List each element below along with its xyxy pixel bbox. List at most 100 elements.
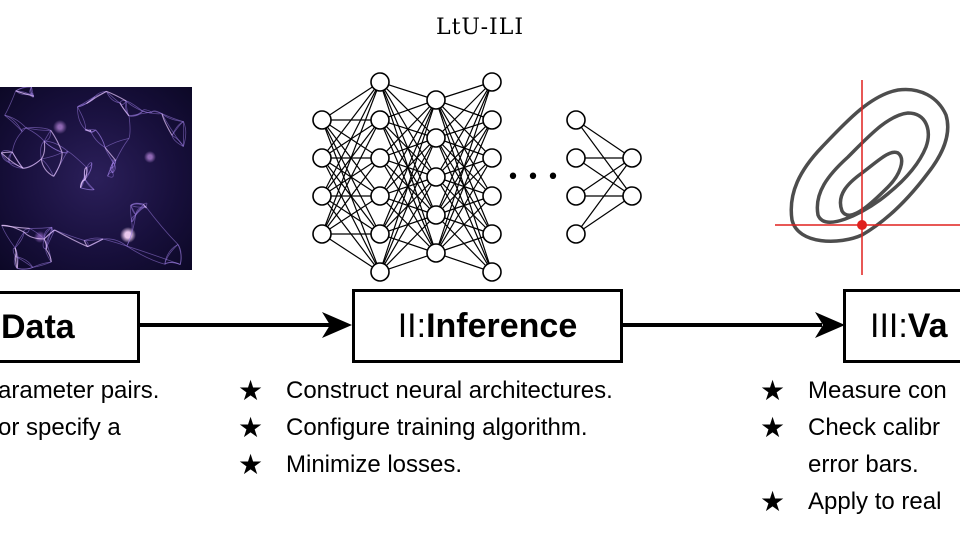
network-edge — [379, 252, 437, 273]
network-edge — [435, 81, 493, 254]
network-edge — [321, 81, 381, 197]
network-edge — [379, 81, 437, 101]
filament — [164, 261, 181, 265]
arrowhead-validation — [815, 312, 845, 338]
filament — [85, 129, 92, 132]
inference-bullet-text: Minimize losses. — [286, 451, 463, 478]
filament — [1, 151, 13, 154]
filament — [130, 205, 133, 222]
filament — [14, 256, 18, 269]
inference-bullet: ★ Minimize losses. — [238, 446, 613, 483]
filament — [15, 87, 32, 92]
filament — [67, 150, 87, 168]
network-edge — [321, 81, 381, 159]
filament — [62, 150, 69, 154]
inference-bullet-text: Construct neural architectures. — [286, 377, 613, 404]
network-edge — [321, 233, 381, 273]
filament — [107, 172, 114, 178]
filament — [128, 115, 131, 139]
filament — [164, 244, 179, 265]
network-edge — [321, 119, 381, 235]
filament — [145, 206, 179, 245]
network-node — [426, 243, 446, 263]
inference-bullet: ★ Construct neural architectures. — [238, 372, 613, 409]
filament — [161, 113, 184, 147]
network-edge — [379, 99, 437, 121]
network-node — [482, 186, 502, 206]
network-edge — [575, 119, 633, 159]
filament — [23, 231, 45, 240]
filament — [151, 111, 163, 115]
star-icon: ★ — [238, 375, 264, 406]
filament — [177, 244, 182, 265]
filament — [110, 161, 114, 174]
filament — [77, 106, 86, 130]
arrowhead-inference — [322, 312, 352, 338]
filament — [112, 160, 117, 173]
stage-validation-label: Va — [907, 306, 948, 345]
diagram-title: LtU-ILI — [435, 15, 525, 40]
filament — [84, 238, 104, 241]
network-edge — [321, 195, 381, 235]
validation-bullet: ★ Check calibr — [760, 409, 960, 446]
network-node — [566, 186, 586, 206]
filament — [43, 226, 53, 240]
network-node — [566, 148, 586, 168]
filament — [40, 140, 45, 160]
stage-box-data: Data — [0, 291, 140, 363]
filament — [135, 206, 146, 215]
filament — [103, 238, 128, 247]
filament — [43, 229, 55, 240]
stage-inference-prefix: II: — [397, 306, 427, 345]
filament — [40, 141, 46, 160]
network-edge — [435, 81, 493, 139]
validation-bullet-text: Measure con — [808, 377, 947, 404]
filament — [83, 166, 87, 180]
posterior-contour-plot — [775, 80, 960, 275]
network-edge — [435, 81, 493, 101]
filament — [111, 160, 117, 168]
flow-arrows — [140, 312, 845, 338]
network-node — [482, 148, 502, 168]
filament — [4, 114, 23, 132]
stage-box-validation: III: Va — [843, 289, 960, 363]
filament — [126, 214, 137, 247]
network-node — [426, 90, 446, 110]
network-node — [482, 224, 502, 244]
network-node — [566, 224, 586, 244]
filament — [40, 158, 54, 177]
filament — [86, 162, 93, 168]
filament — [30, 87, 35, 97]
filament — [41, 158, 55, 177]
network-node — [370, 262, 390, 282]
network-ellipsis: • • • — [507, 165, 560, 190]
filament — [84, 237, 104, 241]
data-bullet: arameter pairs. — [0, 377, 160, 404]
stage-box-inference: II: Inference — [352, 289, 623, 363]
filament — [80, 187, 95, 191]
star-icon: ★ — [238, 449, 264, 480]
filament — [45, 248, 52, 263]
filament — [41, 152, 63, 160]
network-node — [426, 205, 446, 225]
filament — [26, 127, 51, 131]
filament — [171, 121, 184, 136]
network-node — [370, 72, 390, 92]
network-node — [622, 148, 642, 168]
filament — [50, 129, 63, 153]
network-node — [370, 224, 390, 244]
filament — [79, 179, 86, 188]
cosmic-web-image — [0, 87, 192, 270]
filament — [104, 147, 117, 161]
network-node — [482, 262, 502, 282]
filament — [1, 225, 16, 249]
filament — [130, 202, 144, 206]
filament — [14, 231, 25, 248]
neural-network-graphic: • • • — [312, 72, 642, 282]
inner-contour — [838, 150, 904, 217]
filament — [126, 100, 143, 112]
network-node — [370, 110, 390, 130]
star-icon: ★ — [238, 412, 264, 443]
network-edge — [379, 137, 437, 273]
